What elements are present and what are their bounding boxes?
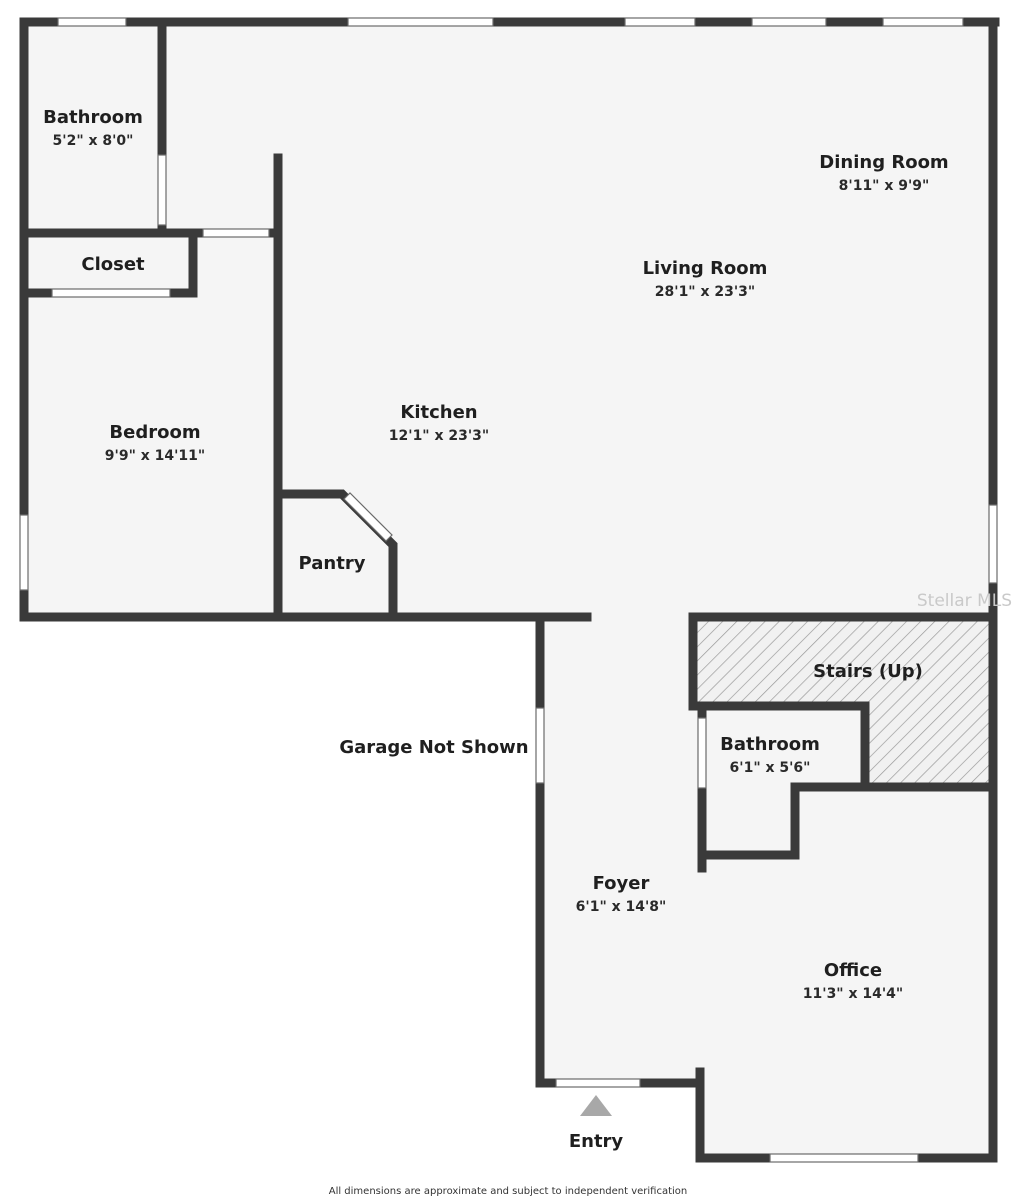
room-name-pantry: Pantry [299,553,366,574]
garage-note: Garage Not Shown [339,737,528,758]
room-name-closet: Closet [81,254,145,275]
window [57,17,127,27]
window [19,514,29,591]
room-name-stairs: Stairs (Up) [813,661,923,682]
room-name-bedroom: Bedroom [109,422,200,443]
floor-upper [24,24,993,617]
door-opening [202,228,270,238]
stairs-area [693,617,993,783]
entry-label: Entry [569,1131,624,1152]
room-dim-bedroom: 9'9" x 14'11" [105,448,205,464]
window [882,17,964,27]
room-dim-office: 11'3" x 14'4" [803,986,903,1002]
door-opening [343,492,393,542]
door-opening [51,288,171,298]
disclaimer: All dimensions are approximate and subje… [329,1186,688,1197]
room-name-bathroom-upper: Bathroom [43,107,143,128]
entry-arrow-icon [580,1095,612,1116]
window [535,707,545,784]
door-opening [157,154,167,226]
room-dim-bathroom-upper: 5'2" x 8'0" [53,133,134,149]
room-labels: Bathroom 5'2" x 8'0" Closet Bedroom 9'9"… [43,107,949,1152]
room-name-living-room: Living Room [643,258,768,279]
room-dim-living-room: 28'1" x 23'3" [655,284,755,300]
walls [19,17,1000,1163]
window [751,17,827,27]
watermark: Stellar MLS [917,591,1012,611]
room-name-dining-room: Dining Room [819,152,948,173]
room-name-bathroom-lower: Bathroom [720,734,820,755]
window [624,17,696,27]
window [769,1153,919,1163]
room-dim-foyer: 6'1" x 14'8" [576,899,667,915]
room-name-office: Office [824,960,882,981]
opening [347,17,494,27]
room-dim-dining-room: 8'11" x 9'9" [839,178,930,194]
room-dim-kitchen: 12'1" x 23'3" [389,428,489,444]
window [988,504,998,584]
room-name-kitchen: Kitchen [400,402,477,423]
room-name-foyer: Foyer [593,873,650,894]
room-dim-bathroom-lower: 6'1" x 5'6" [730,760,811,776]
windows [19,17,998,1163]
entry-door [555,1078,641,1088]
door-opening [697,717,707,789]
